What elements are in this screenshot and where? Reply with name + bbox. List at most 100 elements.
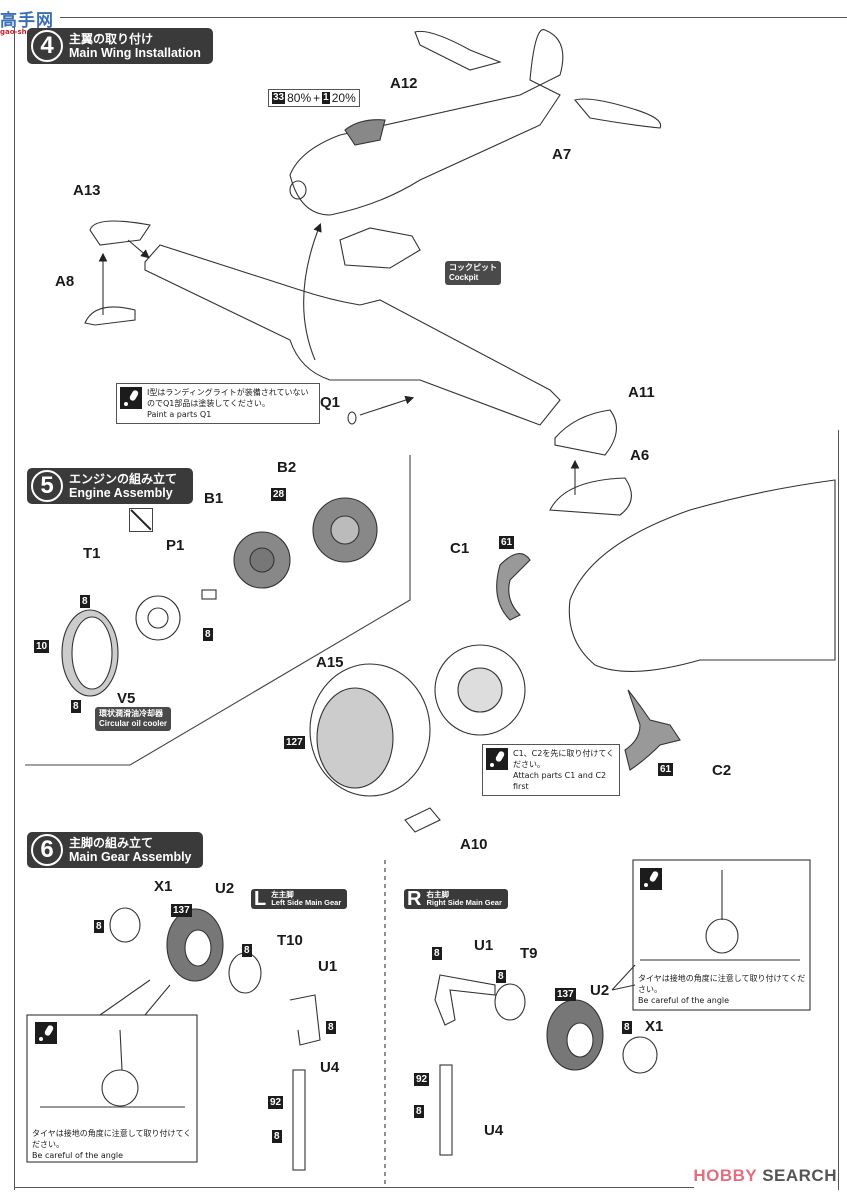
part-label-a10: A10	[460, 836, 488, 853]
right-code-t9: 8	[496, 970, 506, 983]
exclamation-icon	[120, 387, 142, 409]
left-code-u2: 137	[171, 904, 192, 917]
right-note-en: Be careful of the angle	[638, 996, 730, 1005]
part-label-a12: A12	[390, 75, 418, 92]
step-5-title-en: Engine Assembly	[69, 486, 173, 500]
right-note-jp: タイヤは接地の角度に注意して取り付けてください。	[638, 974, 806, 994]
part-label-t1: T1	[83, 545, 101, 562]
right-code-x1: 8	[622, 1021, 632, 1034]
right-x1-drawing	[622, 1036, 658, 1074]
left-u4-drawing	[292, 1069, 306, 1171]
part-label-v5: V5	[117, 690, 136, 707]
c1-drawing	[496, 553, 531, 621]
a10-drawing	[404, 807, 441, 833]
fuselage-drawing	[289, 29, 662, 216]
frame-top-line	[60, 17, 847, 18]
right-gear-jp: 右主脚	[426, 890, 449, 899]
step-6-title-jp: 主脚の組み立て	[69, 836, 154, 850]
step-5-header: 5 エンジンの組み立て Engine Assembly	[27, 468, 193, 504]
cockpit-drawing	[339, 227, 421, 269]
oil-cooler-tag: 環状潤滑油冷却器 Circular oil cooler	[95, 707, 172, 731]
left-code-t10: 8	[242, 944, 252, 957]
step-5-number: 5	[31, 470, 63, 502]
part-label-q1: Q1	[320, 394, 341, 411]
frame-left-line	[14, 20, 15, 1190]
paint-code-c1: 61	[499, 536, 515, 549]
cockpit-tag: コックピット Cockpit	[445, 261, 501, 285]
step-4-number: 4	[31, 30, 63, 62]
left-part-t10: T10	[277, 932, 303, 949]
fuselage-nose-drawing	[568, 479, 836, 672]
paint-code-t1-b: 8	[203, 628, 213, 641]
right-part-t9: T9	[520, 945, 538, 962]
right-angle-note-text: タイヤは接地の角度に注意して取り付けてください。 Be careful of t…	[638, 973, 808, 1006]
brand-search: SEARCH	[762, 1166, 837, 1185]
part-label-a6: A6	[630, 447, 650, 464]
part-label-b2: B2	[277, 459, 297, 476]
step-4-header: 4 主翼の取り付け Main Wing Installation	[27, 28, 213, 64]
left-part-u2: U2	[215, 880, 235, 897]
step-4-title-en: Main Wing Installation	[69, 46, 201, 60]
q1-note-en: Paint a parts Q1	[147, 410, 212, 419]
right-t9-drawing	[494, 983, 526, 1021]
right-part-x1: X1	[645, 1018, 664, 1035]
left-t10-drawing	[228, 952, 262, 994]
left-gear-tag: L 左主脚 Left Side Main Gear	[251, 889, 348, 909]
paint-pct-2: 20%	[331, 91, 356, 105]
brand-hobby: HOBBY	[693, 1166, 757, 1185]
step-6-header: 6 主脚の組み立て Main Gear Assembly	[27, 832, 203, 868]
paint-code-ring: 10	[34, 640, 50, 653]
part-label-c2: C2	[712, 762, 732, 779]
cockpit-tag-jp: コックピット	[449, 263, 497, 272]
left-note-en: Be careful of the angle	[32, 1151, 124, 1160]
left-x1-drawing	[109, 907, 141, 943]
right-gear-tag: R 右主脚 Right Side Main Gear	[404, 889, 508, 909]
left-angle-note-text: タイヤは接地の角度に注意して取り付けてください。 Be careful of t…	[32, 1128, 192, 1161]
frame-bottom-line	[14, 1187, 694, 1188]
oil-cooler-tag-en: Circular oil cooler	[99, 719, 168, 728]
watermark-top: 高手网	[0, 11, 54, 31]
paint-code-t1-a: 8	[80, 595, 90, 608]
right-part-u4: U4	[484, 1122, 504, 1139]
frame-right-line	[838, 430, 839, 1190]
right-code-u2: 137	[555, 988, 576, 1001]
part-label-a13: A13	[73, 182, 101, 199]
left-code-u1: 8	[326, 1021, 336, 1034]
right-code-u4b: 8	[414, 1105, 424, 1118]
step-5-title-jp: エンジンの組み立て	[69, 472, 178, 486]
paint-code-c2: 61	[658, 763, 674, 776]
right-part-u2: U2	[590, 982, 610, 999]
right-u1-drawing	[434, 974, 496, 1026]
right-exclamation-icon	[640, 868, 662, 890]
no-glue-icon	[129, 508, 153, 532]
a11-drawing	[554, 409, 617, 456]
q1-drawing	[347, 411, 357, 425]
paint-code-cowl: 127	[284, 736, 305, 749]
right-gear-en: Right Side Main Gear	[426, 898, 502, 907]
right-code-u4a: 92	[414, 1073, 430, 1086]
paint-code-ring-b: 8	[71, 700, 81, 713]
right-u4-drawing	[439, 1064, 453, 1156]
part-label-a7: A7	[552, 146, 572, 163]
right-code-u1: 8	[432, 947, 442, 960]
paint-plus: +	[313, 91, 321, 105]
a6-drawing	[549, 477, 632, 516]
a13-drawing	[89, 220, 151, 246]
c1-c2-note: C1、C2を先に取り付けてください。 Attach parts C1 and C…	[482, 744, 620, 796]
left-code-u4a: 92	[268, 1096, 284, 1109]
paint-code-1: 1	[322, 92, 330, 104]
right-part-u1: U1	[474, 937, 494, 954]
cockpit-tag-en: Cockpit	[449, 273, 479, 282]
left-part-u1: U1	[318, 958, 338, 975]
step-6-title-en: Main Gear Assembly	[69, 850, 192, 864]
c1-c2-note-jp: C1、C2を先に取り付けてください。	[513, 749, 615, 769]
hobby-search-logo: HOBBY SEARCH	[693, 1166, 837, 1186]
paint-code-33: 33	[272, 92, 286, 104]
right-letter: R	[407, 888, 422, 910]
part-label-c1: C1	[450, 540, 470, 557]
a8-drawing	[84, 306, 136, 326]
part-label-a11: A11	[628, 384, 655, 401]
part-label-a8: A8	[55, 273, 75, 290]
left-part-x1: X1	[154, 878, 173, 895]
t1-drawing	[135, 595, 181, 641]
